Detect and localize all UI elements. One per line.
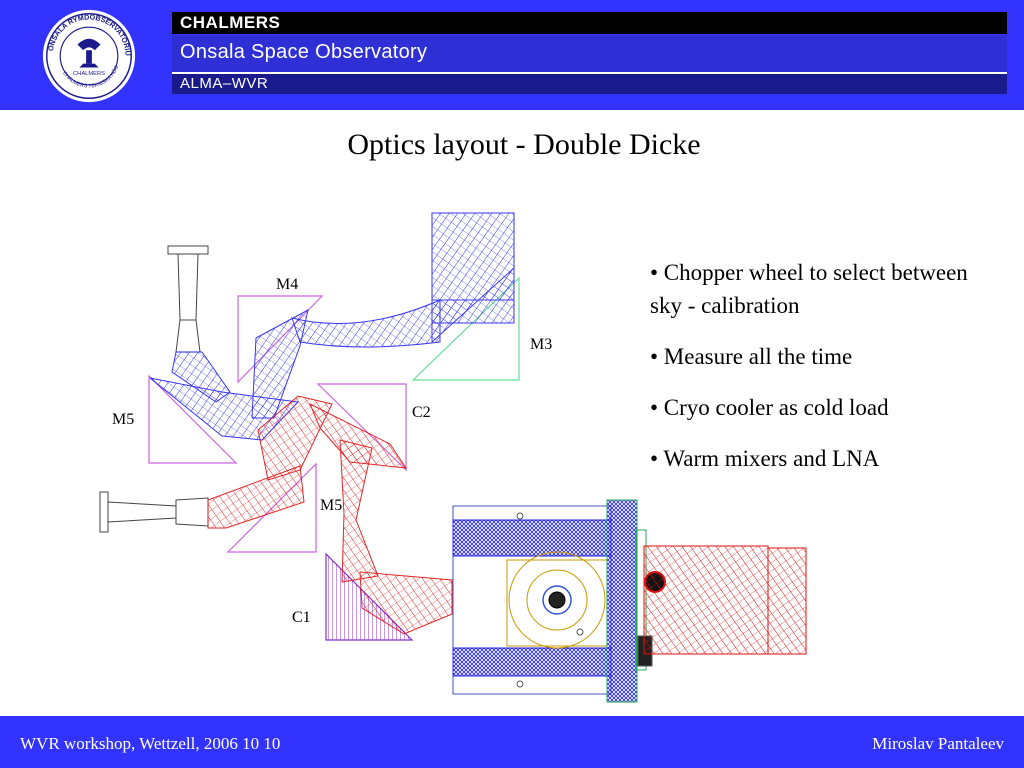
org-name: CHALMERS [180,13,281,32]
project-name: ALMA–WVR [180,75,269,92]
footer-author: Miroslav Pantaleev [872,734,1004,753]
slide-title: Optics layout - Double Dicke [347,128,701,161]
mirror-m3-outline [411,276,520,381]
footer-band: WVR workshop, Wettzell, 2006 10 10 Miros… [0,716,1024,768]
optics-diagram: M4 M3 M5 C2 M5 C1 [99,212,807,703]
bullet-item: • Chopper wheel to select between sky - … [650,260,968,318]
header-band: CHALMERS ONSALA RYMDOBSERVATORIUM CHALME… [0,0,1024,110]
footer-event: WVR workshop, Wettzell, 2006 10 10 [20,734,281,753]
label-m3: M3 [530,336,552,353]
banner-project-bar: ALMA–WVR [172,74,1007,94]
mirror-c2-outline [316,383,407,472]
observatory-name: Onsala Space Observatory [180,41,428,63]
label-c1: C1 [292,609,311,626]
svg-text:CHALMERS: CHALMERS [73,71,105,77]
cryo-cooler [643,545,807,655]
label-m5-upper: M5 [112,411,134,428]
receiver-block [452,499,666,703]
label-c2: C2 [412,404,431,421]
blue-beam [149,212,515,441]
bullet-item: • Warm mixers and LNA [650,446,880,471]
mirror-m5-upper-outline [148,374,238,464]
upper-feed-horn [167,245,209,353]
bullet-item: • Cryo cooler as cold load [650,395,889,420]
label-m4: M4 [276,276,298,293]
red-beam [207,395,453,635]
banner: CHALMERS Onsala Space Observatory ALMA–W… [172,12,1007,94]
bullet-list: • Chopper wheel to select between sky - … [650,256,980,493]
onsala-logo: CHALMERS ONSALA RYMDOBSERVATORIUM CHALME… [40,8,136,103]
banner-observatory-bar: Onsala Space Observatory [172,35,1007,73]
banner-rule [172,72,1007,74]
banner-org-bar: CHALMERS [172,12,1007,34]
lower-feed-horn [99,491,209,533]
label-m5-lower: M5 [320,497,342,514]
bullet-item: • Measure all the time [650,344,853,369]
